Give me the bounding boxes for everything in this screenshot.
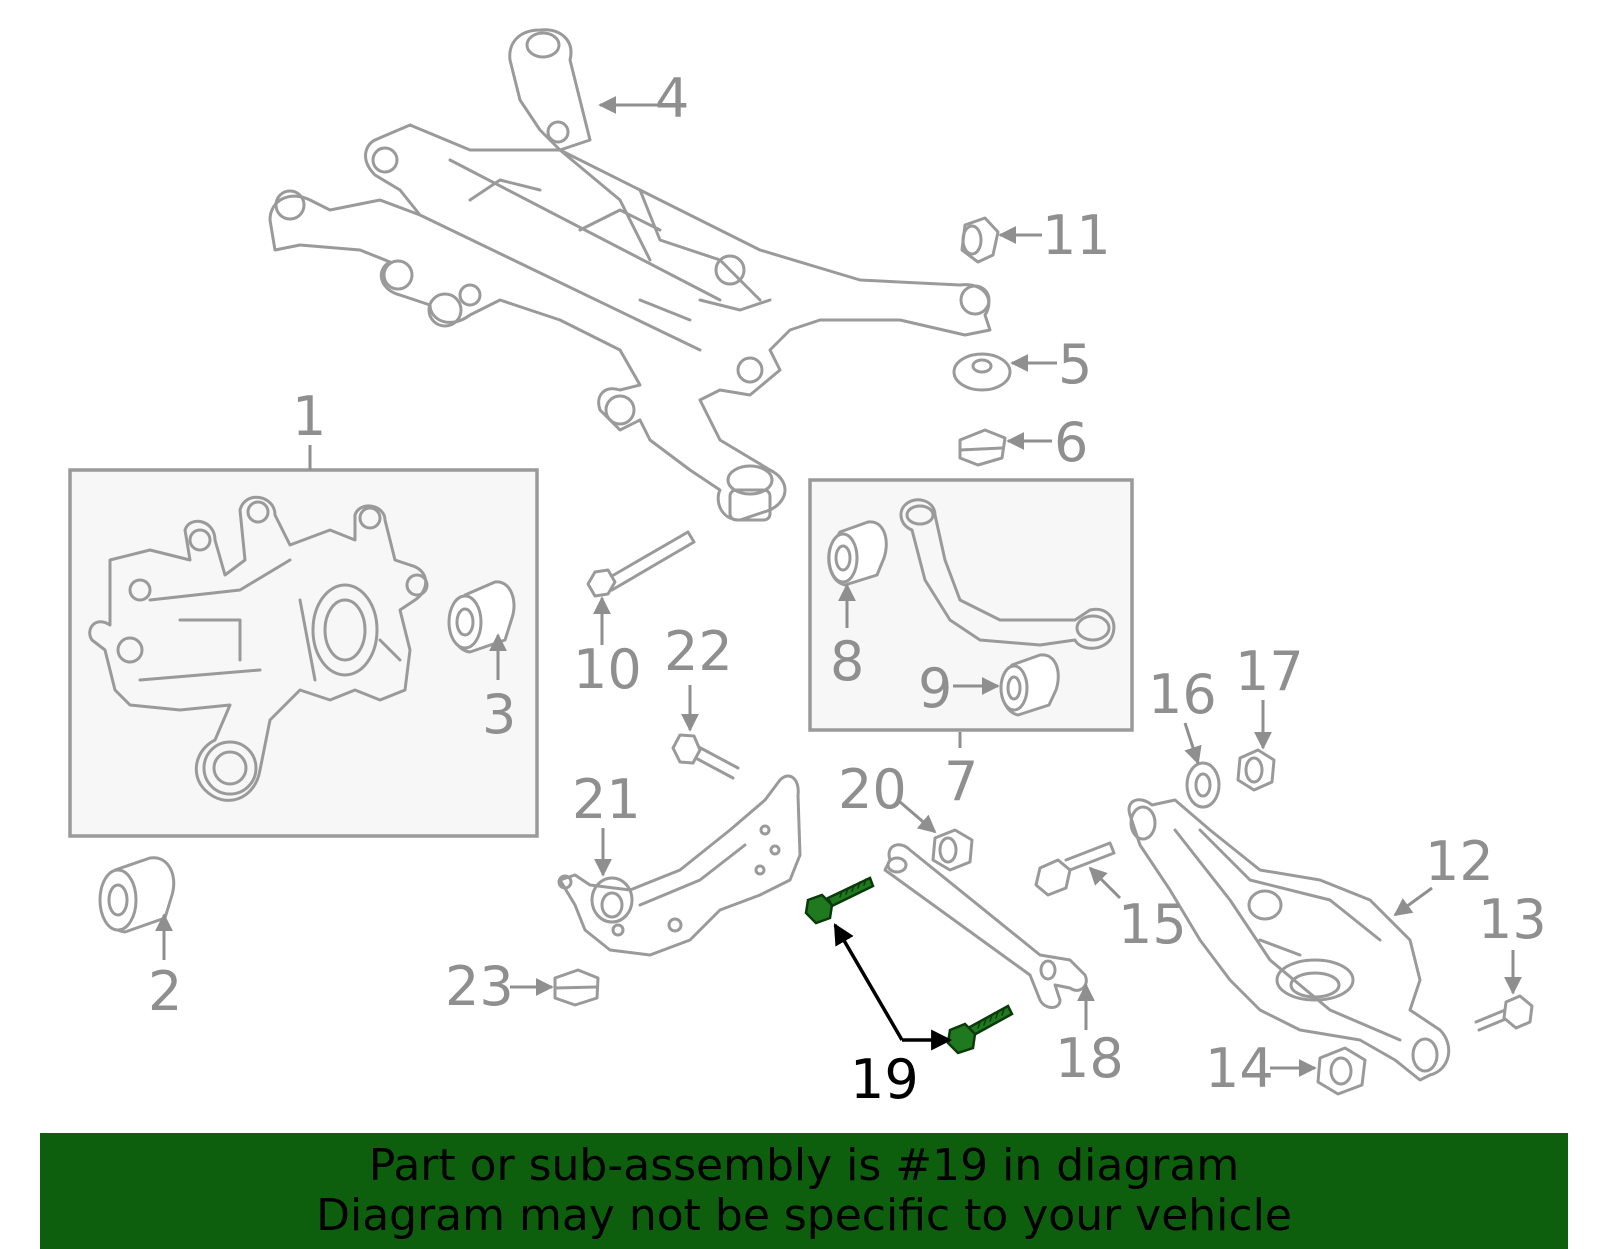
callout-18: 18 [1055,1027,1124,1090]
nut-part-23[interactable] [553,968,600,1007]
washer-part-16[interactable] [1185,761,1221,809]
callout-1: 1 [292,385,326,448]
bushing-part-9[interactable] [999,653,1060,717]
callout-11: 11 [1042,204,1111,267]
knuckle-part-1[interactable] [88,495,429,802]
bushing-part-8[interactable] [827,520,888,587]
callout-13: 13 [1478,888,1547,951]
bolt-part-10[interactable] [586,530,696,598]
callout-23: 23 [445,955,514,1018]
nut-part-17[interactable] [1236,748,1276,792]
callout-12: 12 [1425,830,1494,893]
nut-part-14[interactable] [1316,1046,1367,1096]
callout-9: 9 [918,657,952,720]
callout-22: 22 [664,620,733,683]
banner-line-1: Part or sub-assembly is #19 in diagram [368,1140,1240,1191]
lower-control-arm-part-12[interactable] [1127,798,1451,1082]
part-info-banner: Part or sub-assembly is #19 in diagram D… [40,1133,1568,1249]
callout-20: 20 [838,758,907,821]
callout-2: 2 [148,960,182,1023]
nut-part-20[interactable] [931,828,974,872]
lower-arm-part-21[interactable] [557,774,802,957]
banner-line-2: Diagram may not be specific to your vehi… [316,1190,1292,1241]
callout-5: 5 [1058,333,1092,396]
nut-part-11[interactable] [960,216,1000,264]
callout-15: 15 [1118,893,1187,956]
callout-10: 10 [573,638,642,701]
callout-6: 6 [1054,411,1088,474]
upper-arm-part-7[interactable] [899,498,1116,650]
callout-8: 8 [830,630,864,693]
callout-21: 21 [572,768,641,831]
callout-labels: 1 2 3 4 5 6 7 8 9 10 11 12 13 14 15 16 1… [148,67,1547,1111]
bolt-part-22[interactable] [671,733,740,780]
nut-part-6[interactable] [958,428,1007,467]
bolt-part-15[interactable] [1034,841,1116,897]
leader-lines [155,96,1522,1077]
callout-17: 17 [1235,640,1304,703]
assembly-box-1 [68,468,539,838]
bolt-part-19-lower[interactable] [946,1004,1014,1055]
callout-3: 3 [482,683,516,746]
bolt-part-19-upper[interactable] [804,876,875,925]
washer-part-5[interactable] [952,352,1012,392]
callout-14: 14 [1205,1037,1274,1100]
callout-7: 7 [944,750,978,813]
bolt-part-13[interactable] [1474,994,1534,1032]
callout-16: 16 [1148,663,1217,726]
callout-19: 19 [850,1048,919,1111]
subframe-part-4[interactable] [268,28,992,522]
callout-4: 4 [655,67,689,130]
